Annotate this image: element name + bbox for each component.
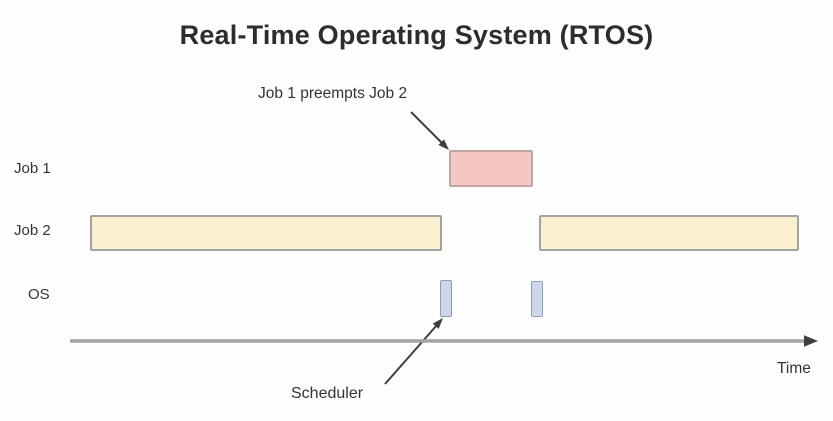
- row-label-job1: Job 1: [14, 160, 51, 177]
- job2-execution-bar-second: [539, 215, 799, 251]
- time-axis: [70, 335, 818, 347]
- diagram-title: Real-Time Operating System (RTOS): [179, 20, 654, 50]
- preempt-arrow: [410, 111, 449, 150]
- row-label-os: OS: [28, 286, 50, 303]
- scheduler-annotation: Scheduler: [291, 385, 364, 402]
- job2-execution-bar-first: [90, 215, 442, 251]
- preempt-annotation: Job 1 preempts Job 2: [258, 85, 408, 102]
- job1-execution-bar: [449, 150, 533, 187]
- os-scheduler-bar-first: [440, 280, 452, 317]
- os-scheduler-bar-second: [531, 281, 543, 317]
- row-label-job2: Job 2: [14, 222, 51, 239]
- scheduler-arrow: [384, 318, 443, 385]
- time-axis-label: Time: [777, 360, 811, 377]
